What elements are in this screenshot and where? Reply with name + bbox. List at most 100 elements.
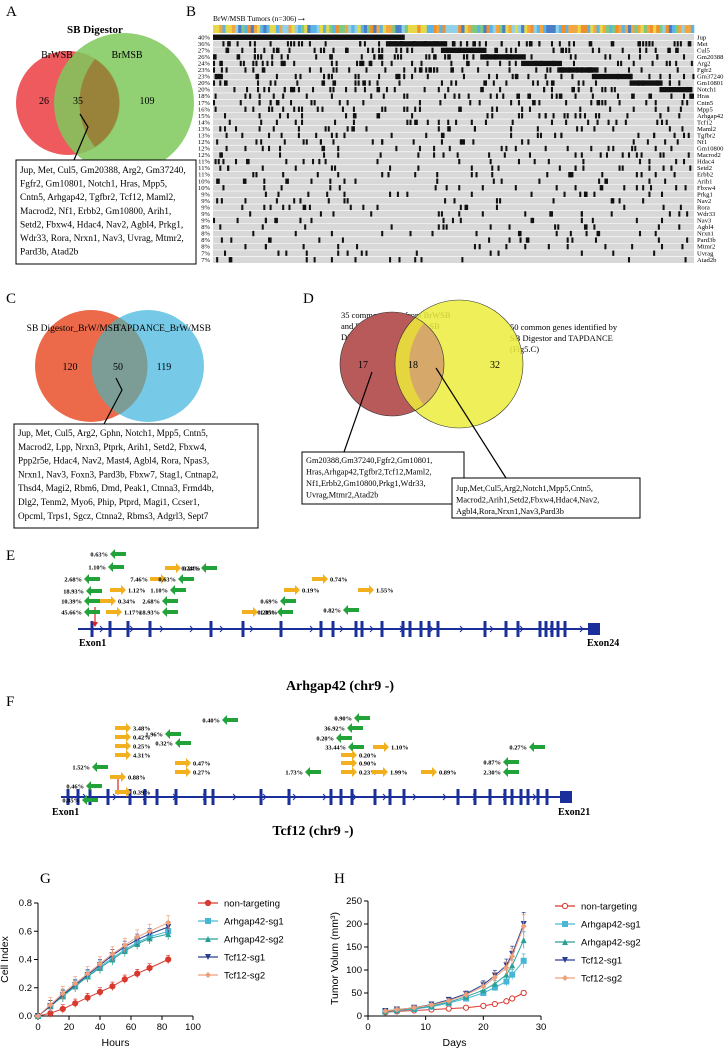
insertion-percent: 33.44% — [325, 745, 346, 752]
exon — [550, 621, 554, 637]
row-gene: Met — [697, 41, 708, 48]
row-percent: 9% — [201, 191, 210, 198]
exon — [473, 789, 477, 805]
annotation-cell — [533, 25, 538, 33]
alteration-cell — [354, 73, 357, 80]
alteration-cell — [389, 165, 392, 171]
alteration-cell — [472, 54, 475, 60]
alteration-cell — [638, 47, 642, 54]
insertion-percent: 0.27% — [193, 770, 211, 777]
alteration-cell — [676, 67, 679, 73]
alteration-cell — [510, 47, 513, 54]
reverse-insertion-arrow — [84, 574, 100, 584]
alteration-cell — [216, 198, 219, 204]
annotation-cell — [304, 25, 308, 33]
alteration-cell — [301, 106, 304, 112]
alteration-cell — [519, 237, 522, 243]
open-data-point — [491, 980, 498, 987]
alteration-cell — [653, 250, 656, 256]
alteration-cell — [462, 54, 465, 60]
data-point — [121, 942, 128, 949]
annotation-cell — [250, 25, 255, 33]
exon — [329, 789, 333, 805]
alteration-cell — [220, 237, 223, 243]
alteration-cell — [642, 198, 645, 204]
annotation-cell — [423, 25, 428, 33]
alteration-cell — [420, 60, 423, 67]
alteration-cell — [381, 47, 384, 54]
alteration-cell — [338, 100, 341, 106]
annotation-cell — [565, 25, 569, 33]
alteration-cell — [390, 60, 393, 67]
alteration-cell — [272, 93, 275, 99]
alteration-cell — [466, 41, 469, 47]
alteration-cell — [547, 158, 550, 165]
alteration-cell — [255, 139, 258, 145]
alteration-cell — [480, 54, 483, 60]
alteration-cell — [667, 106, 670, 112]
alteration-cell — [654, 47, 657, 54]
alteration-cell — [505, 243, 508, 250]
alteration-cell — [472, 41, 475, 47]
alteration-cell — [505, 145, 508, 152]
y-tick-label: 50 — [351, 988, 362, 999]
alteration-cell — [481, 86, 484, 93]
alteration-cell — [594, 237, 598, 243]
alteration-cell — [257, 80, 260, 86]
alteration-cell — [566, 145, 569, 152]
alteration-cell — [517, 93, 520, 99]
annotation-cell — [473, 25, 478, 33]
alteration-cell — [549, 211, 552, 217]
exon — [350, 789, 354, 805]
legend-label: Arhgap42-sg2 — [224, 935, 284, 946]
alteration-cell — [337, 145, 340, 152]
alteration-cell — [390, 132, 393, 139]
utr-exon — [560, 791, 572, 803]
alteration-cell — [360, 54, 363, 60]
alteration-cell — [455, 119, 458, 125]
alteration-cell — [323, 80, 326, 86]
alteration-cell — [687, 132, 690, 139]
alteration-block — [593, 73, 633, 80]
alteration-cell — [304, 224, 307, 230]
alteration-cell — [554, 224, 557, 230]
annotation-cell — [401, 25, 406, 33]
reverse-insertion-arrow — [162, 596, 178, 606]
alteration-cell — [596, 230, 599, 237]
annotation-cell — [609, 25, 613, 33]
alteration-cell — [425, 41, 428, 47]
y-axis-label: Cell Index — [0, 935, 11, 982]
alteration-cell — [459, 139, 462, 145]
alteration-cell — [637, 132, 640, 139]
annotation-cell — [489, 25, 494, 33]
alteration-cell — [538, 41, 541, 47]
alteration-cell — [645, 100, 648, 106]
alteration-cell — [362, 60, 365, 67]
row-percent: 8% — [201, 224, 210, 231]
row-gene: Arg2 — [697, 61, 710, 68]
insertion-percent: 1.17% — [124, 610, 142, 617]
exon — [174, 789, 178, 805]
exon — [339, 789, 343, 805]
alteration-cell — [598, 113, 601, 119]
alteration-cell — [384, 67, 387, 73]
annotation-cell — [373, 25, 377, 33]
insertion-percent: 2.30% — [483, 770, 501, 777]
alteration-cell — [517, 41, 520, 47]
alteration-cell — [656, 80, 659, 86]
alteration-cell — [434, 54, 437, 60]
reverse-insertion-arrow — [84, 596, 100, 606]
alteration-cell — [272, 126, 275, 132]
alteration-cell — [378, 54, 381, 60]
exon — [545, 789, 549, 805]
annotation-cell — [587, 25, 591, 33]
alteration-cell — [312, 158, 315, 165]
alteration-cell — [220, 60, 223, 67]
alteration-cell — [329, 86, 332, 93]
alteration-cell — [433, 41, 436, 47]
alteration-cell — [290, 100, 293, 106]
annotation-cell — [329, 25, 333, 33]
alteration-cell — [668, 126, 671, 132]
annotation-cell — [464, 25, 468, 33]
alteration-cell — [517, 100, 520, 106]
